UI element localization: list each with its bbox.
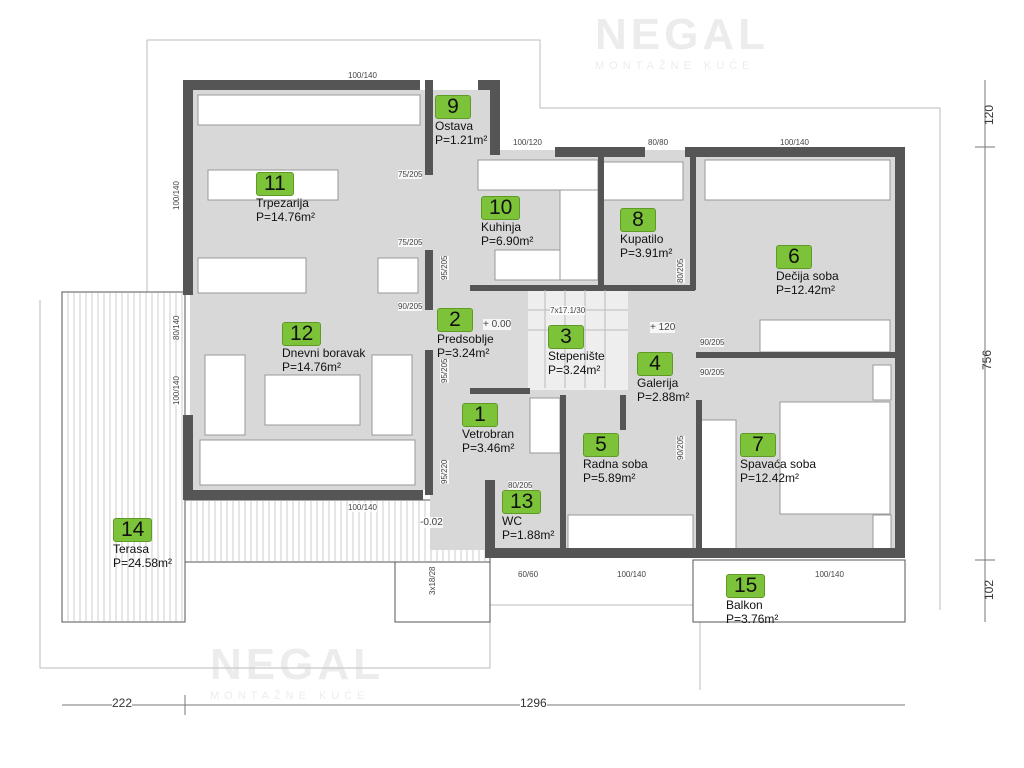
room-name: Vetrobran xyxy=(462,427,515,441)
level-mark: -0.02 xyxy=(420,517,443,528)
room-name: Kuhinja xyxy=(481,220,522,234)
dimension-left: 222 xyxy=(112,696,133,710)
room-name: Dečija soba xyxy=(776,269,839,283)
stair-label: 7x17.1/30 xyxy=(550,306,586,315)
room-name: Kupatilo xyxy=(620,232,664,246)
window-label: 100/120 xyxy=(513,138,542,147)
dimension-total-width: 1296 xyxy=(520,696,547,710)
room-number: 6 xyxy=(776,245,812,269)
room-name: Balkon xyxy=(726,598,763,612)
dimension-total-height: 756 xyxy=(980,349,994,370)
window-label: 80/80 xyxy=(648,138,669,147)
door-label: 80/205 xyxy=(508,481,533,490)
door-label: 90/205 xyxy=(676,435,685,460)
room-number: 5 xyxy=(583,433,619,457)
room-number: 12 xyxy=(282,322,322,346)
room-area: P=24.58m² xyxy=(113,556,173,570)
level-mark: + 0.00 xyxy=(483,319,512,330)
door-label: 95/220 xyxy=(440,459,449,484)
room-area: P=12.42m² xyxy=(740,471,800,485)
room-area: P=5.89m² xyxy=(583,471,636,485)
room-name: Stepenište xyxy=(548,349,605,363)
room-area: P=14.76m² xyxy=(282,360,342,374)
room-number: 13 xyxy=(502,490,542,514)
door-label: 80/205 xyxy=(676,258,685,283)
terrace-deck xyxy=(61,291,491,623)
room-area: P=3.91m² xyxy=(620,246,673,260)
dimension-bottom: 102 xyxy=(982,579,996,600)
room-name: WC xyxy=(502,514,522,528)
window-label: 100/140 xyxy=(617,570,646,579)
window-label: 100/140 xyxy=(172,376,181,405)
room-area: P=3.76m² xyxy=(726,612,779,626)
door-label: 75/205 xyxy=(398,238,423,247)
room-number: 15 xyxy=(726,574,766,598)
window-label: 100/140 xyxy=(172,181,181,210)
room-number: 8 xyxy=(620,208,656,232)
level-mark: + 120 xyxy=(650,322,676,333)
room-name: Spavaća soba xyxy=(740,457,817,471)
door-label: 90/205 xyxy=(700,368,725,377)
balcony-deck xyxy=(692,559,906,623)
door-label: 90/205 xyxy=(700,338,725,347)
room-area: P=3.24m² xyxy=(437,346,490,360)
room-number: 1 xyxy=(462,403,498,427)
room-name: Ostava xyxy=(435,119,474,133)
room-number: 11 xyxy=(256,172,294,196)
room-area: P=1.21m² xyxy=(435,133,488,147)
room-name: Galerija xyxy=(637,376,679,390)
room-area: P=1.88m² xyxy=(502,528,555,542)
room-area: P=3.46m² xyxy=(462,441,515,455)
room-number: 2 xyxy=(437,308,473,332)
room-number: 14 xyxy=(113,518,153,542)
window-label: 100/140 xyxy=(780,138,809,147)
room-number: 10 xyxy=(481,196,521,220)
window-label: 60/60 xyxy=(518,570,539,579)
door-label: 90/205 xyxy=(398,302,423,311)
room-name: Dnevni boravak xyxy=(282,346,366,360)
room-number: 7 xyxy=(740,433,776,457)
room-number: 3 xyxy=(548,325,584,349)
room-area: P=14.76m² xyxy=(256,210,316,224)
window-label: 100/140 xyxy=(815,570,844,579)
room-name: Radna soba xyxy=(583,457,648,471)
room-area: P=12.42m² xyxy=(776,283,836,297)
room-area: P=3.24m² xyxy=(548,363,601,377)
stair-label: 3x18/28 xyxy=(428,566,437,595)
room-name: Terasa xyxy=(113,542,150,556)
room-area: P=2.88m² xyxy=(637,390,690,404)
window-label: 100/140 xyxy=(348,71,377,80)
door-label: 95/205 xyxy=(440,255,449,280)
room-number: 9 xyxy=(435,95,471,119)
room-name: Predsoblje xyxy=(437,332,494,346)
door-label: 95/205 xyxy=(440,358,449,383)
window-label: 80/140 xyxy=(172,315,181,340)
window-label: 100/140 xyxy=(348,503,377,512)
dimension-top: 120 xyxy=(982,104,996,125)
room-name: Trpezarija xyxy=(256,196,309,210)
door-label: 75/205 xyxy=(398,170,423,179)
room-number: 4 xyxy=(637,352,673,376)
room-area: P=6.90m² xyxy=(481,234,534,248)
